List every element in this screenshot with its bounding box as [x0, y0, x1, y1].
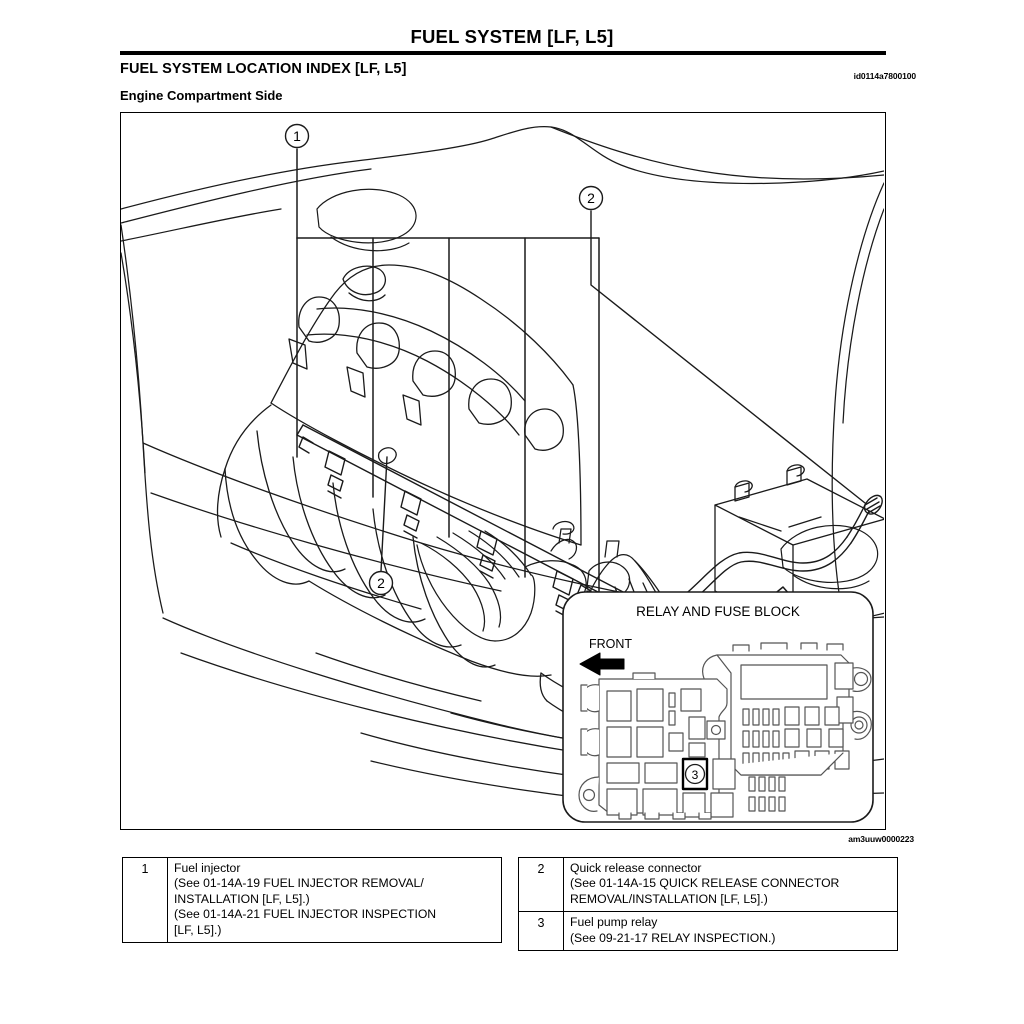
- callout-marker-1: 1: [284, 123, 310, 149]
- legend-description: Fuel pump relay (See 09-21-17 RELAY INSP…: [570, 915, 776, 945]
- front-label: FRONT: [589, 637, 632, 651]
- front-arrow-icon: [579, 652, 625, 676]
- svg-text:3: 3: [692, 768, 699, 782]
- callout-marker-2-lower: 2: [368, 570, 394, 596]
- legend-table-right: 2 Quick release connector (See 01-14A-15…: [518, 857, 898, 952]
- engine-block-outline: [270, 264, 582, 546]
- fuse-block-left-plate: [578, 672, 736, 820]
- quick-release-connector-rail: [377, 447, 397, 465]
- legend-number: 1: [123, 858, 168, 943]
- legend-number: 2: [519, 858, 564, 912]
- battery: [714, 464, 884, 636]
- intake-manifold-outline: [216, 404, 552, 677]
- quick-release-connector-fitting: [863, 494, 883, 515]
- engine-compartment-illustration: 1 2 2 RELAY AND FUSE BLOCK FRONT: [120, 112, 886, 830]
- legend-description: Fuel injector (See 01-14A-19 FUEL INJECT…: [174, 861, 437, 937]
- fuel-injector: [400, 490, 422, 539]
- fuel-rail-assembly: [296, 424, 626, 619]
- svg-text:2: 2: [377, 575, 385, 591]
- strut-tower-outlines: [316, 188, 879, 590]
- svg-text:2: 2: [587, 190, 595, 206]
- callout-2-leaders: [380, 210, 866, 572]
- table-row: 1 Fuel injector (See 01-14A-19 FUEL INJE…: [123, 858, 501, 943]
- legend-number: 3: [519, 912, 564, 951]
- svg-text:1: 1: [293, 128, 301, 144]
- fuel-injector: [476, 530, 498, 579]
- relay-fuse-block-inset: RELAY AND FUSE BLOCK FRONT: [562, 591, 874, 823]
- legend-description: Quick release connector (See 01-14A-15 Q…: [570, 861, 840, 906]
- callout-marker-2-upper: 2: [578, 185, 604, 211]
- section-heading: FUEL SYSTEM LOCATION INDEX [LF, L5]: [120, 61, 407, 77]
- fuel-injector: [324, 450, 346, 499]
- callout-marker-3: 3: [684, 763, 706, 785]
- legend-table-left: 1 Fuel injector (See 01-14A-19 FUEL INJE…: [122, 857, 502, 944]
- page-title: FUEL SYSTEM [LF, L5]: [410, 26, 614, 47]
- document-id: id0114a7800100: [853, 71, 917, 81]
- inset-title: RELAY AND FUSE BLOCK: [636, 604, 800, 619]
- table-row: 2 Quick release connector (See 01-14A-15…: [519, 858, 897, 913]
- callout-1-leader: [296, 148, 600, 614]
- figure-id: am3uuw0000223: [848, 834, 914, 844]
- fuse-block-right-plate: [702, 642, 872, 812]
- title-divider-rule: [120, 51, 886, 55]
- table-row: 3 Fuel pump relay (See 09-21-17 RELAY IN…: [519, 912, 897, 951]
- subsection-heading: Engine Compartment Side: [120, 88, 283, 103]
- engine-compartment-drawing: 1 2 2 RELAY AND FUSE BLOCK FRONT: [121, 123, 884, 823]
